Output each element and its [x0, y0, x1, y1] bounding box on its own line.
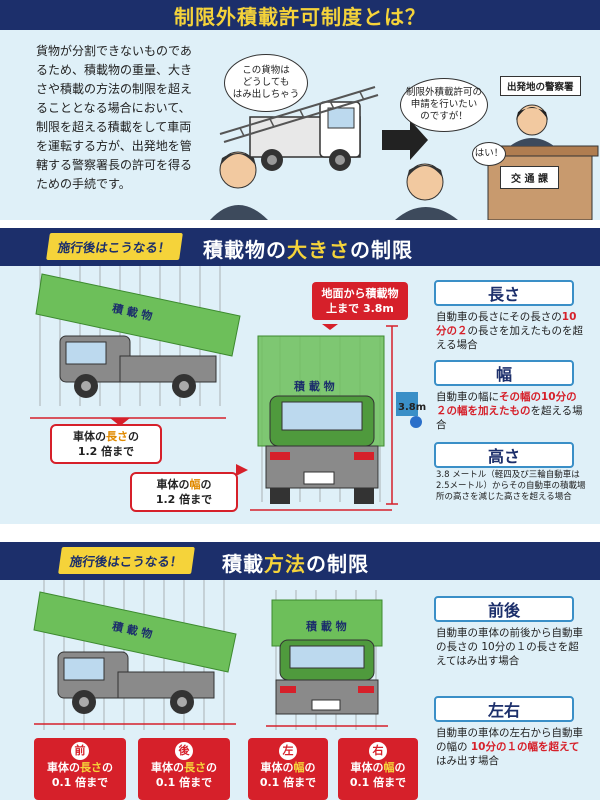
badge-right: 右 車体の幅の 0.1 倍まで [338, 738, 418, 800]
size-section-header: 施行後はこうなる！ 積載物の大きさの制限 [0, 228, 600, 266]
height-callout-line2: 上まで 3.8m [326, 302, 394, 315]
method-section-header: 施行後はこうなる！ 積載方法の制限 [0, 542, 600, 580]
width-heading: 幅 [434, 360, 574, 386]
left-right-heading: 左右 [434, 696, 574, 722]
size-section-title: 積載物の大きさの制限 [203, 234, 413, 263]
badge-line2: 0.1 倍まで [155, 776, 213, 789]
width-description: 自動車の幅にその幅の10分の２の幅を加えたものを超える場合 [436, 390, 586, 432]
desc-part: 自動車の車体の左右から自動車の幅の [436, 727, 583, 753]
desc-part: はみ出す場合 [436, 755, 499, 767]
length-heading: 長さ [434, 280, 574, 306]
badge-part: の [102, 761, 113, 774]
badge-part: の [304, 761, 316, 774]
title-highlight: 大きさ [287, 238, 350, 262]
method-section-title: 積載方法の制限 [222, 548, 369, 577]
length-callout: 車体の長さの 1.2 倍まで [50, 424, 162, 464]
intro-text: 貨物が分割できないものであるため、積載物の重量、大きさや積載の方法の制限を超える… [36, 44, 193, 191]
desc-part: の長さを加えたものを超える場合 [436, 325, 583, 351]
method-diagram-svg [33, 580, 388, 730]
speech-bubble-clerk: はい！ [472, 142, 506, 166]
badge-highlight: 長さ [80, 761, 102, 774]
badge-label: 左 [279, 742, 297, 760]
intro-illustration-svg [210, 86, 599, 220]
desc-part: 自動車の幅に [436, 391, 499, 403]
page-header: 制限外積載許可制度とは？ [0, 0, 600, 30]
length-callout-line2: 1.2 倍まで [77, 445, 135, 458]
height-description: 3.8 メートル（軽四及び三輪自動車は2.5メートル）からその自動車の積載場所の… [436, 470, 586, 502]
badge-label: 後 [175, 742, 193, 760]
callout-highlight: 長さ [106, 430, 128, 443]
cargo-label-rear: 積 載 物 [294, 380, 335, 393]
intro-section: 貨物が分割できないものであるため、積載物の重量、大きさや積載の方法の制限を超える… [0, 30, 600, 220]
front-rear-heading: 前後 [434, 596, 574, 622]
width-callout-line2: 1.2 倍まで [155, 493, 213, 506]
badge-left: 左 車体の幅の 0.1 倍まで [248, 738, 328, 800]
badge-part: 車体の [151, 761, 184, 774]
size-section-body: 積 載 物 積 載 物 地面から積載物 上まで 3.8m 3.8m 車体の長さの… [0, 266, 600, 524]
speech-bubble-request: 制限外積載許可の 申請を行いたい のですが！ [400, 78, 488, 132]
badge-highlight: 長さ [184, 761, 206, 774]
badge-part: 車体の [260, 761, 294, 774]
badge-line2: 0.1 倍まで [259, 776, 317, 789]
badge-line2: 0.1 倍まで [51, 776, 109, 789]
left-right-description: 自動車の車体の左右から自動車の幅の 10分の１の幅を超えてはみ出す場合 [436, 726, 586, 768]
height-callout: 地面から積載物 上まで 3.8m [312, 282, 408, 320]
badge-part: の [206, 761, 217, 774]
desc-part: を超える場合 [436, 405, 583, 431]
badge-label: 右 [369, 742, 387, 760]
title-part: の制限 [306, 552, 369, 576]
width-callout: 車体の幅の 1.2 倍まで [130, 472, 238, 512]
title-part: の制限 [350, 238, 413, 262]
length-description: 自動車の長さにその長さの10分の２の長さを加えたものを超える場合 [436, 310, 586, 352]
desc-highlight: 10分の２ [436, 311, 577, 337]
section-gap [0, 220, 600, 228]
desc-highlight: その幅の10分の２の幅を加えたもの [436, 391, 577, 417]
police-station-sign: 出発地の警察署 [500, 76, 581, 96]
desc-highlight: 10分の１の幅を超えて [470, 741, 580, 753]
traffic-section-sign: 交 通 課 [500, 166, 559, 189]
desc-part: 自動車の長さにその長さの [436, 311, 562, 323]
intro-illustration: この貨物は どうしても はみ出しちゃう 制限外積載許可の 申請を行いたい のです… [210, 42, 600, 220]
callout-part: の [200, 478, 212, 491]
badge-part: 車体の [350, 761, 384, 774]
title-highlight: 方法 [264, 552, 306, 576]
badge-part: の [394, 761, 406, 774]
callout-part: の [128, 430, 139, 443]
height-callout-line1: 地面から積載物 [321, 287, 399, 300]
page-title: 制限外積載許可制度とは？ [174, 4, 426, 29]
height-mark: 3.8m [398, 402, 427, 413]
badge-front: 前 車体の長さの 0.1 倍まで [34, 738, 126, 800]
callout-part: 車体の [156, 478, 190, 491]
section-gap [0, 524, 600, 542]
badge-part: 車体の [47, 761, 80, 774]
method-section-body: 積 載 物 積 載 物 前 車体の長さの 0.1 倍まで 後 車体の長さの 0.… [0, 580, 600, 800]
speech-bubble-applicant: この貨物は どうしても はみ出しちゃう [224, 54, 308, 112]
title-part: 積載 [222, 552, 264, 576]
front-rear-description: 自動車の車体の前後から自動車の長さの 10分の１の長さを超えてはみ出す場合 [436, 627, 583, 667]
after-enforcement-tag: 施行後はこうなる！ [46, 233, 183, 260]
badge-highlight: 幅 [383, 761, 395, 774]
badge-line2: 0.1 倍まで [349, 776, 407, 789]
height-heading: 高さ [434, 442, 574, 468]
callout-part: 車体の [73, 430, 106, 443]
badge-highlight: 幅 [293, 761, 305, 774]
size-diagram-svg [30, 266, 422, 511]
badge-rear: 後 車体の長さの 0.1 倍まで [138, 738, 230, 800]
after-enforcement-tag: 施行後はこうなる！ [58, 547, 195, 574]
badge-label: 前 [71, 742, 89, 760]
title-part: 積載物の [203, 238, 287, 262]
cargo-label-rear: 積 載 物 [306, 620, 347, 633]
callout-highlight: 幅 [189, 478, 201, 491]
